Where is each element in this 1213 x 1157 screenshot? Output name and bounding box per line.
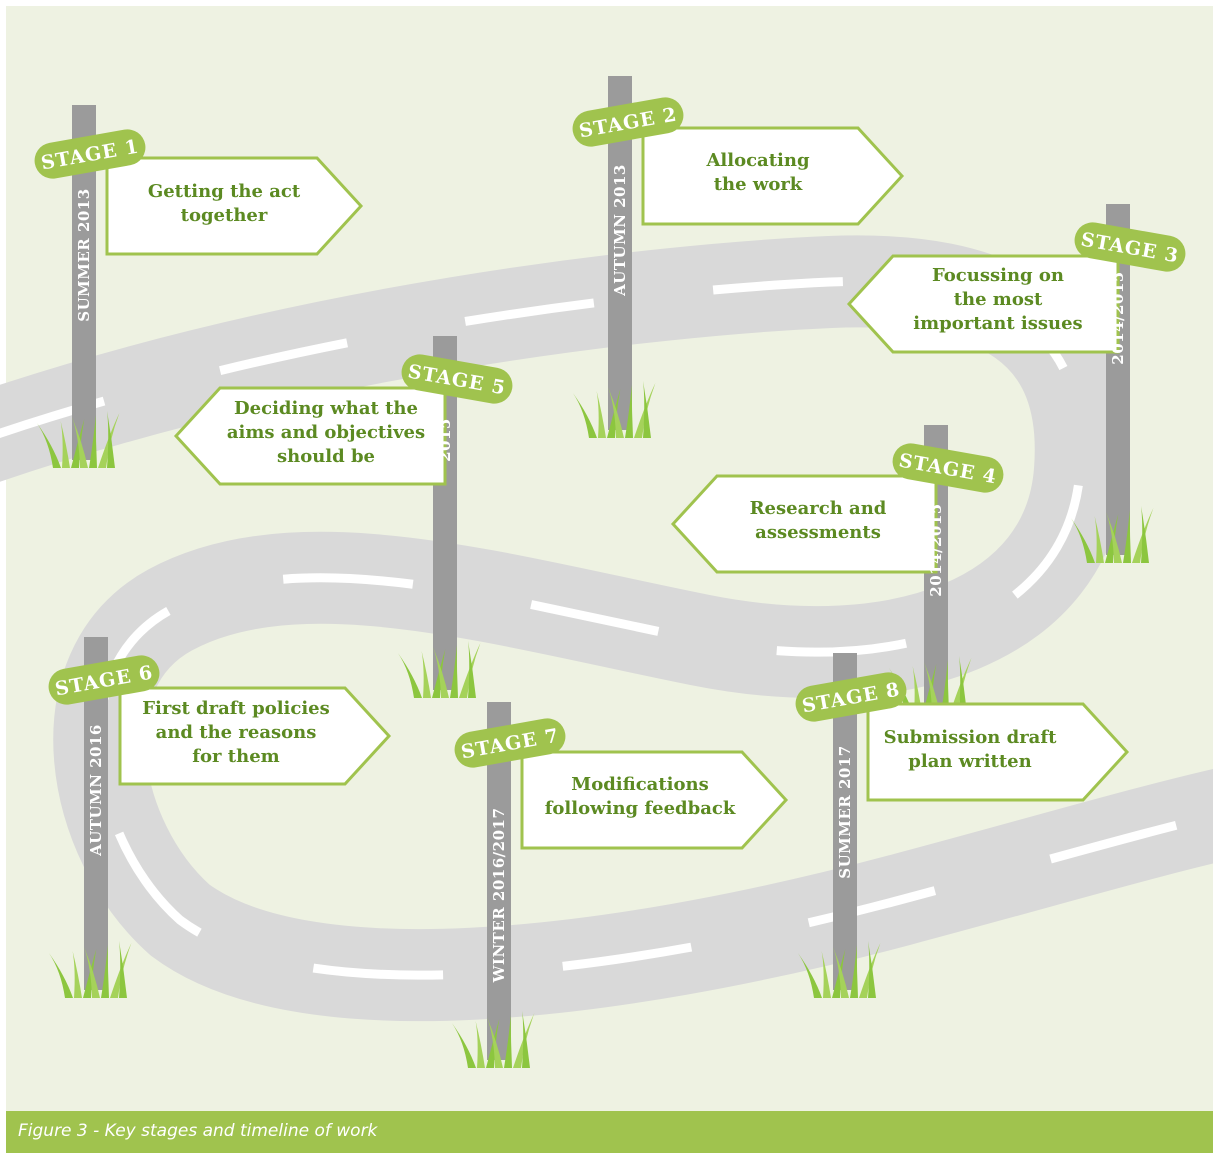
sign-text-line: and the reasons	[156, 722, 317, 743]
sign-text-line: for them	[192, 746, 279, 767]
winding-road	[0, 235, 1213, 1022]
signpost-stage-5: Deciding what the aims and objectives shou…	[173, 336, 513, 698]
sign-text-line: important issues	[913, 313, 1082, 334]
sign-text-line: Getting the act	[148, 181, 301, 202]
grass-tuft	[48, 941, 132, 998]
sign-text-line: Allocating	[705, 150, 810, 171]
sign-text-line: should be	[277, 446, 375, 467]
grass-tuft	[572, 381, 656, 438]
sign-text-line: plan written	[908, 751, 1031, 772]
sign-text-line: the most	[954, 289, 1043, 310]
date-label: AUTUMN 2016	[87, 724, 105, 857]
sign-text-line: aims and objectives	[227, 422, 425, 443]
sign-arrow-board	[641, 126, 905, 226]
signpost-stage-3: Focussing on the most important issues 2014…	[846, 204, 1186, 563]
signpost-stage-1: Getting the act together SUMMER 2013 STAGE …	[34, 105, 364, 468]
date-label: 2014/2015	[927, 503, 945, 596]
stage-tag: STAGE 2	[572, 97, 684, 147]
sign-text-line: following feedback	[545, 798, 736, 819]
date-label: 2015	[436, 418, 454, 462]
stage-tag: STAGE 1	[34, 129, 146, 179]
figure-caption: Figure 3 - Key stages and timeline of wo…	[18, 1121, 378, 1141]
sign-text-line: Modifications	[571, 774, 708, 795]
sign-arrow-board	[118, 686, 392, 786]
sign-arrow-board	[105, 156, 364, 256]
sign-text-line: together	[181, 205, 268, 226]
sign-text-line: Focussing on	[932, 265, 1064, 286]
date-label: WINTER 2016/2017	[490, 808, 508, 984]
grass-tuft	[451, 1011, 535, 1068]
grass-tuft	[36, 411, 120, 468]
sign-arrow-board	[670, 474, 938, 574]
caption-bar: Figure 3 - Key stages and timeline of wo…	[6, 1111, 1213, 1153]
sign-arrow-board	[520, 750, 789, 850]
signpost-stage-7: Modifications following feedback WINTER 20…	[451, 702, 789, 1068]
sign-text-line: Deciding what the	[234, 398, 418, 419]
date-label: SUMMER 2013	[75, 188, 93, 322]
road-centre-line	[0, 276, 1213, 980]
sign-text-line: Research and	[750, 498, 887, 519]
sign-arrow-board	[846, 254, 1120, 354]
sign-text-line: assessments	[755, 522, 881, 543]
date-label: SUMMER 2017	[836, 745, 854, 879]
signpost-stage-6: First draft policies and the reasons for t…	[48, 637, 392, 998]
grass-tuft	[397, 641, 481, 698]
date-label: AUTUMN 2013	[611, 164, 629, 297]
sign-arrow-board	[866, 702, 1130, 802]
sign-text-line: the work	[714, 174, 803, 195]
stage-tag: STAGE 6	[48, 655, 160, 705]
grass-tuft	[797, 941, 881, 998]
sign-text-line: Submission draft	[884, 727, 1057, 748]
grass-tuft	[1070, 506, 1154, 563]
signpost-stage-2: Allocating the work AUTUMN 2013 STAGE 2	[572, 76, 905, 438]
sign-text-line: First draft policies	[142, 698, 330, 719]
sign-arrow-board	[173, 386, 447, 486]
date-label: 2014/2015	[1109, 271, 1127, 364]
